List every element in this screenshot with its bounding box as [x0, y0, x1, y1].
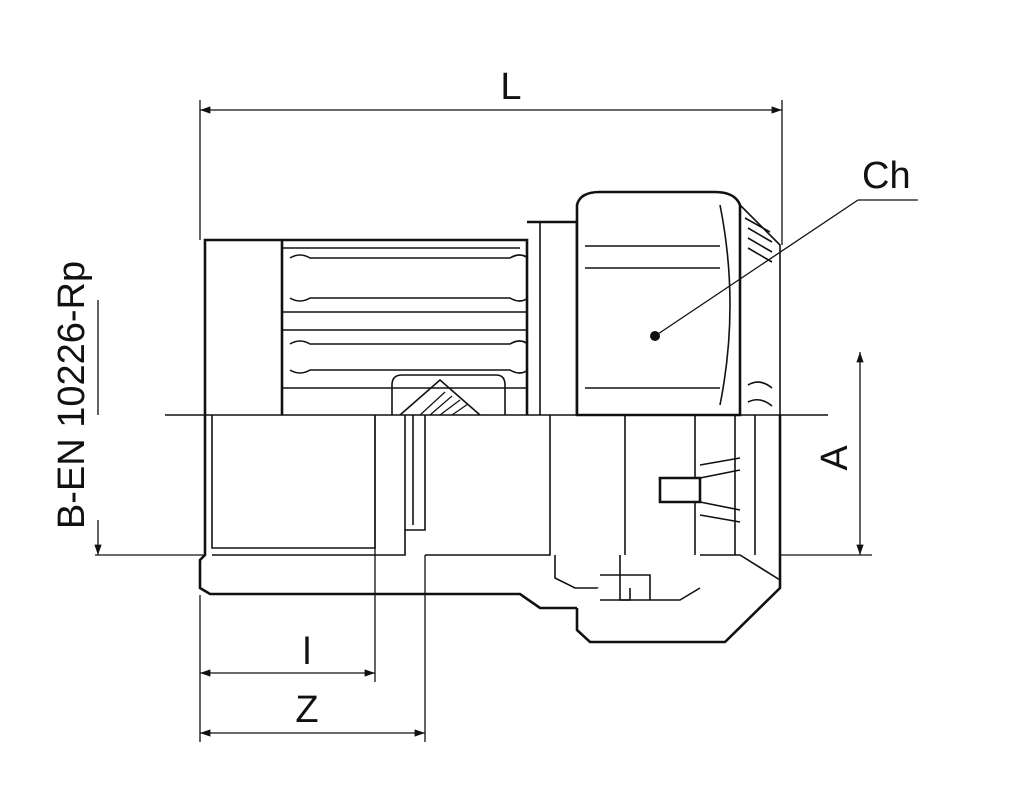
dimension-l: l: [199, 415, 376, 742]
label-l: l: [303, 631, 311, 673]
dimension-A: A: [780, 352, 872, 556]
label-Z: Z: [295, 689, 318, 731]
fitting-body-external: [203, 220, 579, 416]
label-L: L: [500, 66, 521, 108]
label-A: A: [814, 445, 856, 471]
fitting-body-section: [198, 415, 782, 644]
label-Ch: Ch: [862, 155, 911, 197]
dimension-Ch: Ch: [650, 155, 918, 341]
hex-nut: [575, 190, 781, 417]
dimension-L: L: [199, 66, 783, 245]
dimension-thread-standard: B-EN 10226-Rp: [51, 261, 205, 556]
dimension-Z: Z: [200, 555, 426, 742]
label-thread-standard: B-EN 10226-Rp: [51, 261, 93, 529]
